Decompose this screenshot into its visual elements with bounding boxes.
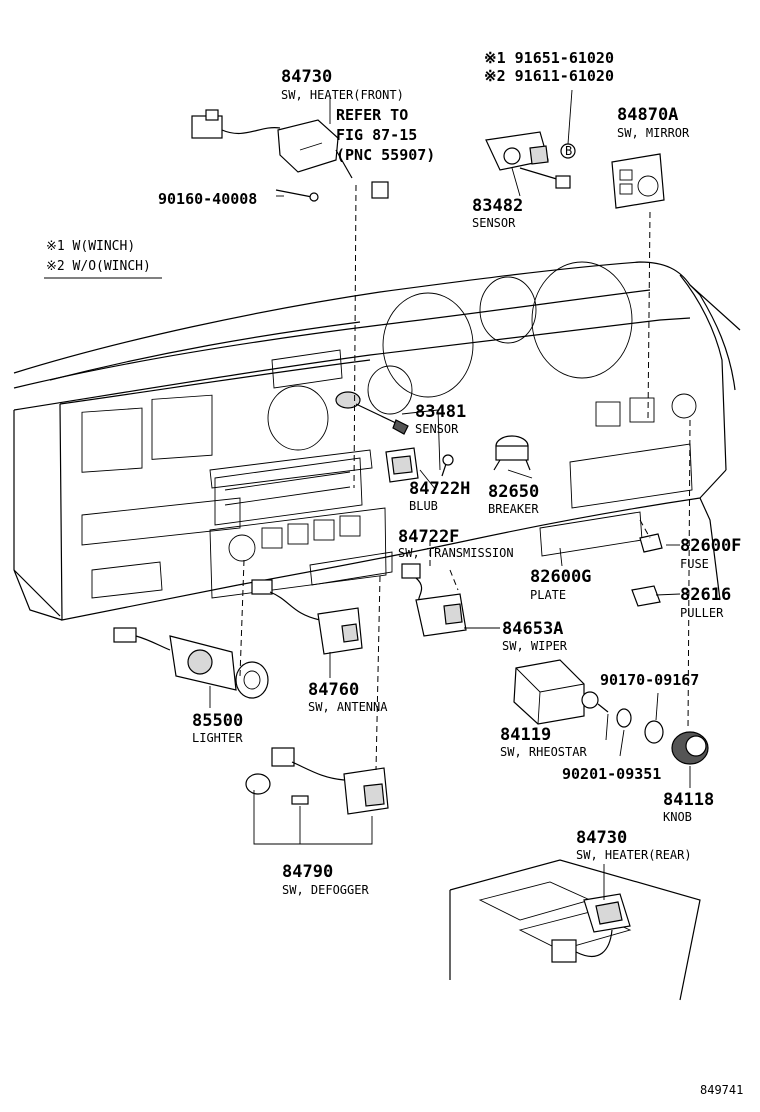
part-name-wiper: SW, WIPER (502, 639, 568, 653)
part-number-84730-front: 84730 (281, 67, 332, 87)
part-name-transmission: SW, TRANSMISSION (398, 546, 514, 560)
part-number-84653a: 84653A (502, 619, 563, 639)
part-name-mirror: SW, MIRROR (617, 126, 690, 140)
refer-to-line2: FIG 87-15 (336, 126, 417, 144)
part-name-lighter: LIGHTER (192, 731, 243, 745)
part-number-85500: 85500 (192, 711, 243, 731)
part-number-84722h: 84722H (409, 479, 470, 499)
part-number-84118: 84118 (663, 790, 714, 810)
heater-front-switch-illustration (191, 109, 389, 202)
wiper-switch-illustration (401, 563, 467, 637)
part-name-sensor-83481: SENSOR (415, 422, 459, 436)
part-number-84730-rear: 84730 (576, 828, 627, 848)
code-winch-2: ※2 91611-61020 (484, 67, 614, 85)
part-name-blub: BLUB (409, 499, 438, 513)
part-number-84722f: 84722F (398, 527, 459, 547)
part-number-90201: 90201-09351 (562, 765, 661, 783)
fuse-illustration (631, 533, 663, 607)
sensor-83481-illustration (335, 391, 409, 435)
part-name-heater-rear: SW, HEATER(REAR) (576, 848, 692, 862)
part-name-fuse: FUSE (680, 557, 709, 571)
part-name-breaker: BREAKER (488, 502, 539, 516)
heater-rear-console-illustration (449, 859, 701, 1001)
lighter-illustration (113, 627, 269, 699)
part-name-heater-front: SW, HEATER(FRONT) (281, 88, 404, 102)
part-number-82600g: 82600G (530, 567, 591, 587)
breaker-illustration (493, 435, 531, 471)
part-name-sensor-83482: SENSOR (472, 216, 516, 230)
note-winch-1: ※1 W(WINCH) (46, 239, 135, 254)
part-number-84790: 84790 (282, 862, 333, 882)
code-winch-1: ※1 91651-61020 (484, 49, 614, 67)
knob-illustration (671, 731, 709, 765)
dashboard-panel (13, 261, 741, 621)
part-name-defogger: SW, DEFOGGER (282, 883, 369, 897)
part-name-plate: PLATE (530, 588, 566, 602)
figure-id: 849741 (700, 1083, 743, 1097)
rheostat-illustration (513, 659, 664, 744)
refer-to-line3: (PNC 55907) (336, 146, 435, 164)
part-name-antenna: SW, ANTENNA (308, 700, 388, 714)
part-number-83482: 83482 (472, 196, 523, 216)
part-name-knob: KNOB (663, 810, 692, 824)
part-number-90170: 90170-09167 (600, 671, 699, 689)
note-winch-2: ※2 W/O(WINCH) (46, 259, 151, 274)
part-number-84760: 84760 (308, 680, 359, 700)
mirror-switch-illustration (611, 153, 665, 209)
part-number-82650: 82650 (488, 482, 539, 502)
code-circle-letter: B (565, 144, 572, 158)
part-number-90160: 90160-40008 (158, 190, 257, 208)
antenna-switch-illustration (251, 579, 363, 655)
refer-to-line1: REFER TO (336, 106, 408, 124)
part-number-83481: 83481 (415, 402, 466, 422)
part-number-82616: 82616 (680, 585, 731, 605)
leader-lines (209, 96, 691, 900)
defogger-switch-illustration (245, 747, 389, 815)
part-name-puller: PULLER (680, 606, 724, 620)
part-number-84119: 84119 (500, 725, 551, 745)
transmission-switch-illustration (385, 447, 454, 483)
part-name-rheostar: SW, RHEOSTAR (500, 745, 587, 759)
part-number-82600f: 82600F (680, 536, 741, 556)
sensor-83482-illustration (485, 89, 576, 189)
part-number-84870a: 84870A (617, 105, 678, 125)
